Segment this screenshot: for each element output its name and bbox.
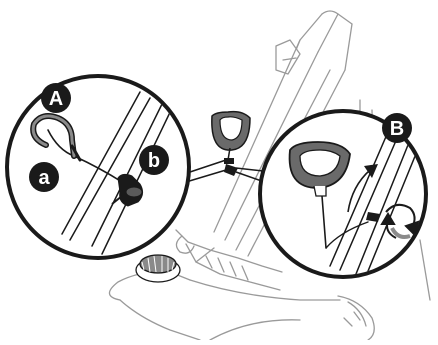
label-a: a bbox=[29, 162, 59, 192]
label-b-text: b bbox=[148, 150, 160, 172]
badge-a: A bbox=[41, 83, 71, 113]
label-a-text: a bbox=[38, 167, 50, 189]
mounted-grip bbox=[212, 112, 250, 164]
label-b: b bbox=[139, 145, 169, 175]
handle-top-bar bbox=[322, 11, 352, 24]
mounted-clip bbox=[224, 164, 238, 176]
height-adjust-knob bbox=[136, 255, 180, 282]
badge-b-label: B bbox=[390, 118, 404, 140]
badge-a-label: A bbox=[49, 88, 63, 110]
badge-b: B bbox=[382, 113, 412, 143]
